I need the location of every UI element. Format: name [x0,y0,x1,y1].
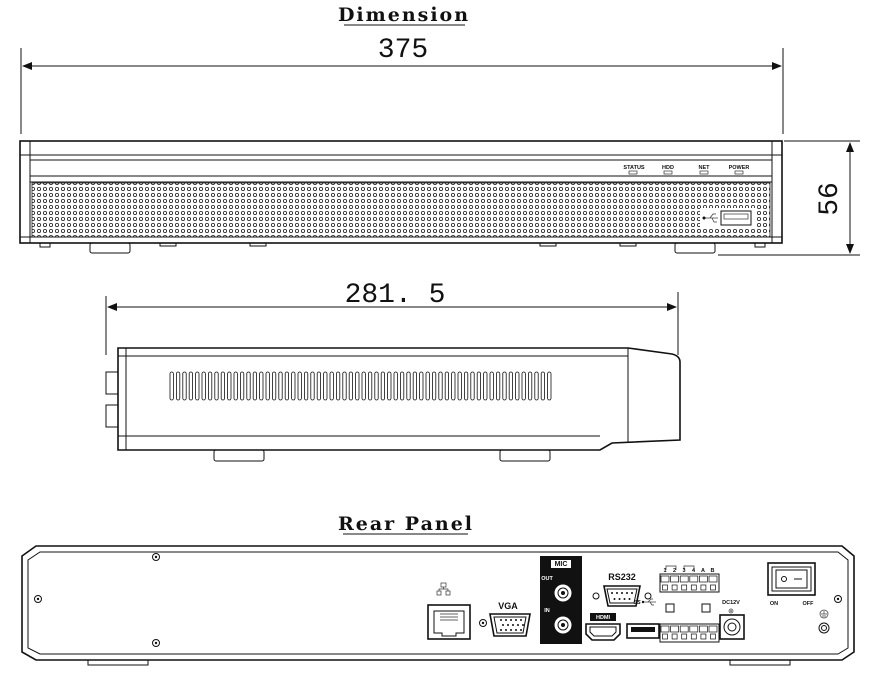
hdmi-port [585,623,621,641]
network-icon [436,582,451,596]
mic-in-label: IN [544,608,550,614]
led-label-power: POWER [729,165,750,171]
ground-icon [819,609,829,619]
led-label-status: STATUS [623,165,645,171]
switch-on-label: ON [770,601,778,607]
rs232-label: RS232 [608,572,636,582]
terminal-label: 1 [663,568,666,574]
dc12v-label: DC12V [722,600,740,606]
switch-off-label: OFF [803,601,815,607]
front-panel-view: STATUS HDD NET POWER [19,140,783,254]
audio-out-jack [553,583,573,603]
power-switch [767,562,816,596]
depth-dimension-label: 281. 5 [345,280,446,311]
led-label-net: NET [699,165,711,171]
led-hdd-icon [663,170,673,175]
dc-power-jack [719,614,745,640]
front-vent-grille [31,182,771,238]
front-foot-right [674,242,716,254]
terminal-label: B [711,568,715,574]
hdmi-label: HDMI [596,615,611,621]
vga-port [489,613,531,637]
rear-panel-view: VGA MIC OUT IN RS232 [21,545,855,666]
usb3-port [626,623,660,639]
usb3-label: SS [633,600,641,606]
rj45-lan-port [427,604,471,640]
front-usb-port [720,210,752,226]
side-foot-rear [499,449,551,462]
hdmi-icon: HDMI [590,613,616,621]
rear-panel-title: Rear Panel [338,513,474,535]
height-dimension-label: 56 [815,182,846,216]
terminal-label: 2 [673,568,676,574]
width-dimension-label: 375 [378,35,428,66]
ground-screw [818,622,830,634]
mic-label: MIC [555,561,568,568]
front-foot-left [89,242,131,254]
rear-foot-right [729,659,791,666]
dimension-title: Dimension [338,4,470,26]
led-status-icon [628,170,638,175]
led-label-hdd: HDD [662,165,674,171]
rear-foot-left [87,659,149,666]
dc-polarity-icon [728,608,734,614]
led-power-icon [734,170,744,175]
terminal-label: A [701,568,705,574]
side-view [105,347,681,462]
usb3-icon: SS [633,598,656,606]
audio-in-jack [553,615,573,635]
mic-out-label: OUT [541,576,553,582]
side-vent-slots [169,371,552,401]
usb-icon [702,213,718,223]
terminal-label: 4 [692,568,696,574]
vga-label: VGA [498,601,518,611]
terminal-label: 3 [682,568,685,574]
rs232-port [592,585,652,607]
side-foot-front [213,449,265,462]
led-net-icon [699,170,709,175]
